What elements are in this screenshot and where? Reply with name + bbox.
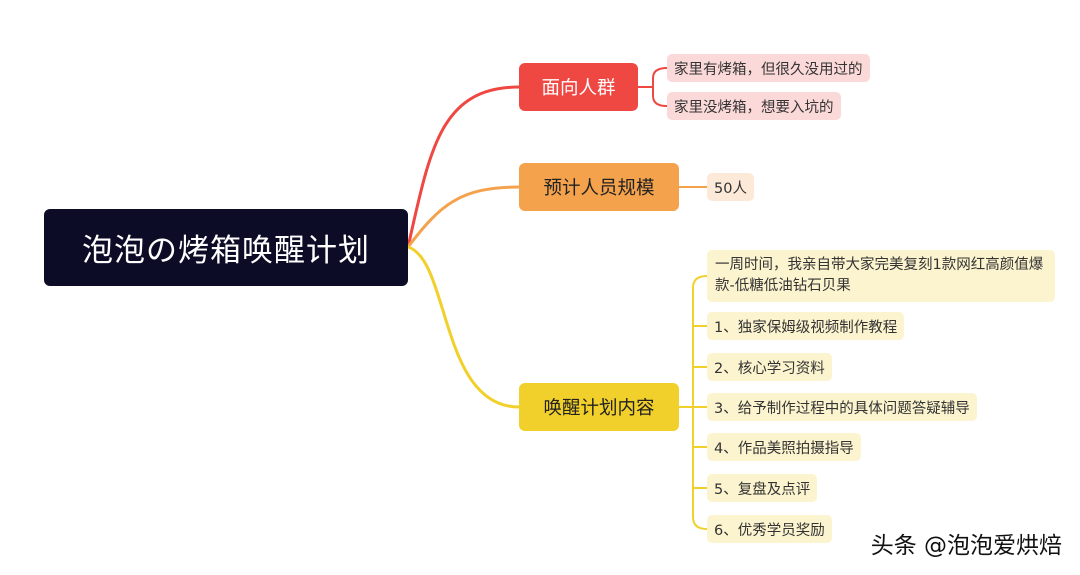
leaf-content-5: 5、复盘及点评 <box>707 474 818 502</box>
branch-expected-scale: 预计人员规模 <box>519 163 679 211</box>
leaf-label: 家里有烤箱，但很久没用过的 <box>674 61 863 78</box>
connector-red-bracket <box>652 67 668 107</box>
leaf-content-2: 2、核心学习资料 <box>707 353 832 381</box>
leaf-label: 50人 <box>714 180 747 197</box>
leaf-content-intro: 一周时间，我亲自带大家完美复刻1款网红高颜值爆款-低糖低油钻石贝果 <box>707 250 1055 302</box>
branch-label: 面向人群 <box>541 78 616 99</box>
leaf-label: 4、作品美照拍摄指导 <box>714 440 854 457</box>
leaf-label: 2、核心学习资料 <box>714 360 825 377</box>
branch-target-audience: 面向人群 <box>519 63 638 111</box>
branch-label: 唤醒计划内容 <box>543 398 655 419</box>
leaf-content-1: 1、独家保姆级视频制作教程 <box>707 312 905 340</box>
leaf-audience-1: 家里有烤箱，但很久没用过的 <box>667 54 870 82</box>
watermark: 头条 @泡泡爱烘焙 <box>870 533 1062 559</box>
connector-yellow-bracket <box>692 275 708 530</box>
connector-root-red <box>406 85 520 248</box>
root-node: 泡泡の烤箱唤醒计划 <box>44 209 408 286</box>
leaf-content-3: 3、给予制作过程中的具体问题答疑辅导 <box>707 393 977 421</box>
root-label: 泡泡の烤箱唤醒计划 <box>82 233 370 269</box>
leaf-content-6: 6、优秀学员奖励 <box>707 515 832 543</box>
leaf-label: 6、优秀学员奖励 <box>714 522 825 539</box>
leaf-label: 3、给予制作过程中的具体问题答疑辅导 <box>714 400 970 417</box>
leaf-scale-1: 50人 <box>707 173 754 201</box>
branch-plan-content: 唤醒计划内容 <box>519 383 679 431</box>
leaf-label: 1、独家保姆级视频制作教程 <box>714 319 898 336</box>
connector-root-yellow <box>407 245 520 409</box>
leaf-content-4: 4、作品美照拍摄指导 <box>707 433 861 461</box>
leaf-label: 5、复盘及点评 <box>714 481 811 498</box>
leaf-label: 一周时间，我亲自带大家完美复刻1款网红高颜值爆款-低糖低油钻石贝果 <box>715 257 1044 294</box>
branch-label: 预计人员规模 <box>543 178 655 199</box>
leaf-label: 家里没烤箱，想要入坑的 <box>674 99 834 116</box>
connector-root-orange <box>406 185 520 248</box>
leaf-audience-2: 家里没烤箱，想要入坑的 <box>667 92 841 120</box>
